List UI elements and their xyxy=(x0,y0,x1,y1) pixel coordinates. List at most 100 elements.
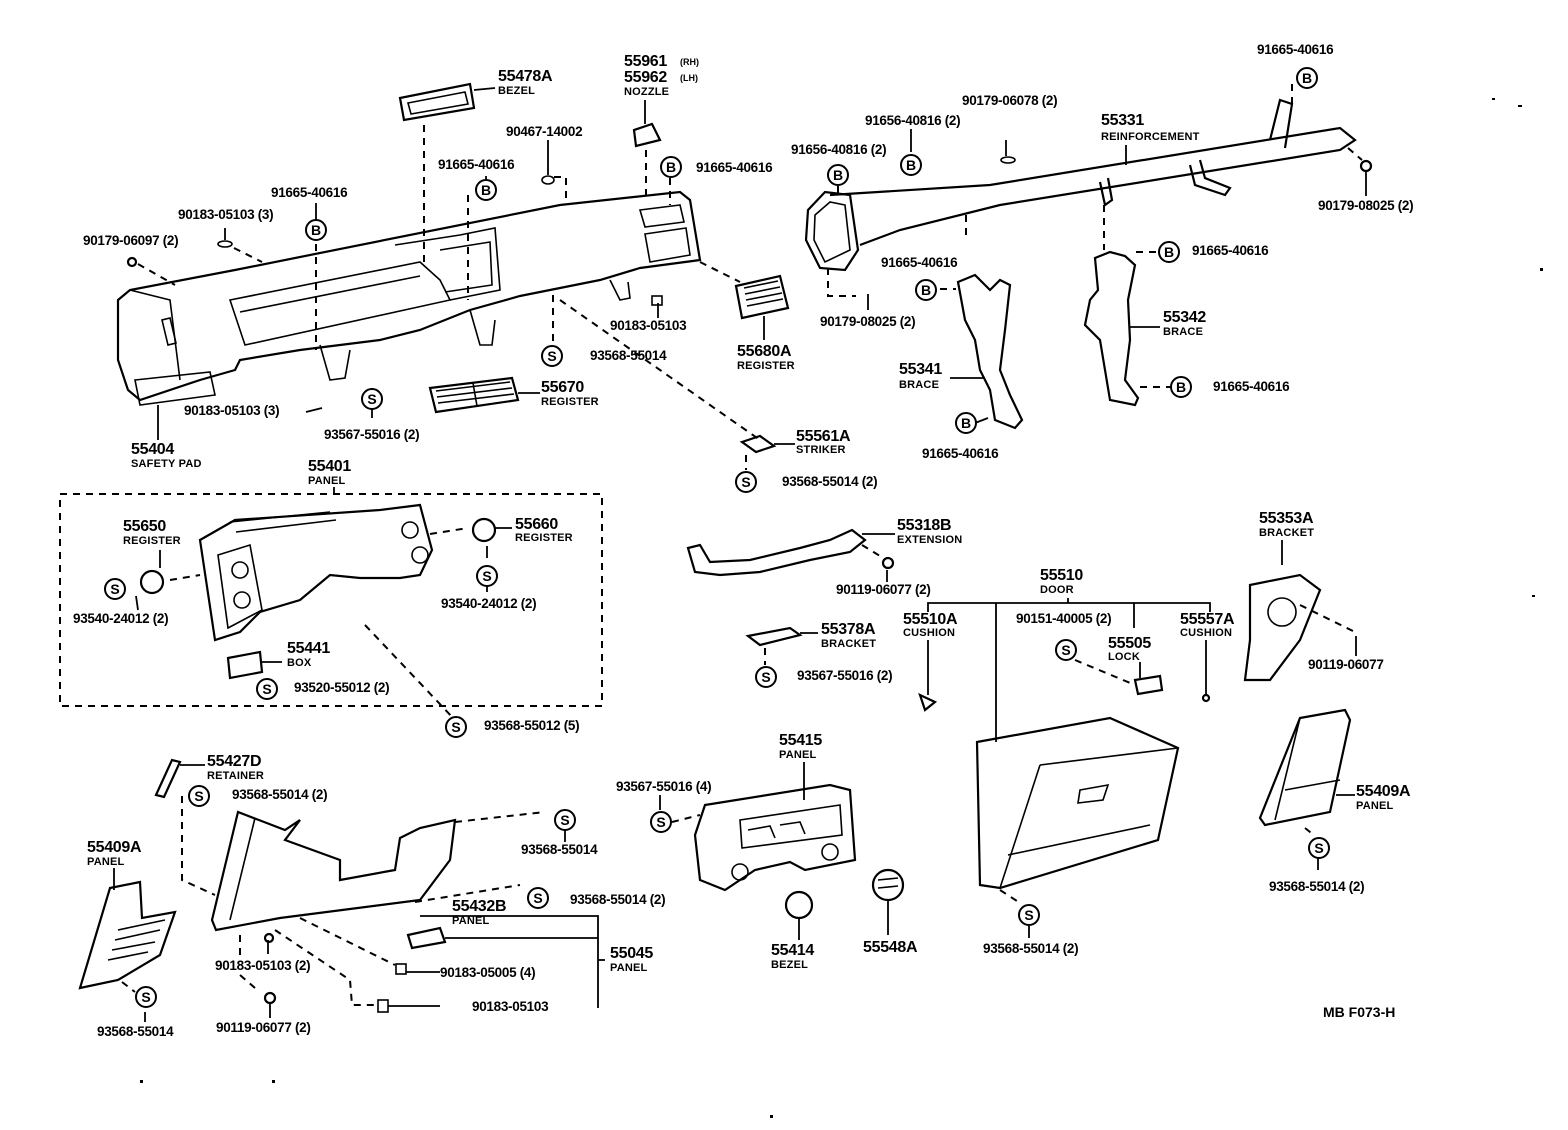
fastener-label: 91665-40616 xyxy=(271,185,348,200)
fastener-label: 90183-05103 (2) xyxy=(215,958,311,973)
register-55680a-illustration xyxy=(734,274,790,340)
panel-55409a-left-illustration xyxy=(78,868,177,1022)
fastener-label: 93540-24012 (2) xyxy=(441,596,537,611)
fastener-label: 90119-06077 (2) xyxy=(836,582,931,597)
part-number-55409a-right: 55409A xyxy=(1356,783,1411,800)
panel-55409a-right-illustration xyxy=(1258,708,1355,870)
screw-symbol-icon: S xyxy=(755,666,777,688)
bolt-symbol-icon: B xyxy=(955,412,977,434)
part-name-panel: PANEL xyxy=(779,749,817,761)
bolt-symbol-icon: B xyxy=(475,179,497,201)
fastener-label: 93568-55014 (2) xyxy=(983,941,1079,956)
part-number-55353a: 55353A xyxy=(1259,510,1314,527)
part-number-55378a: 55378A xyxy=(821,621,876,638)
part-number-55478a: 55478A xyxy=(498,68,553,85)
nozzle-55961-illustration xyxy=(632,100,662,195)
screw-symbol-icon: S xyxy=(361,388,383,410)
part-name-panel: PANEL xyxy=(87,856,125,868)
part-number-55505: 55505 xyxy=(1108,635,1151,652)
lower-panel-55045-illustration xyxy=(210,810,605,1018)
part-name-cushion: CUSHION xyxy=(903,627,956,639)
part-name-register: REGISTER xyxy=(541,396,599,408)
fastener-label: 91665-40616 xyxy=(1192,243,1269,258)
fastener-label: 90179-06097 (2) xyxy=(83,233,179,248)
fastener-label: 90119-06077 (2) xyxy=(216,1020,311,1035)
fastener-label: 93567-55016 (2) xyxy=(324,427,420,442)
part-name-panel: PANEL xyxy=(1356,800,1394,812)
part-name-striker: STRIKER xyxy=(796,444,846,456)
part-number-55427d: 55427D xyxy=(207,753,262,770)
bolt-symbol-icon: B xyxy=(1296,67,1318,89)
bolt-symbol-icon: B xyxy=(915,279,937,301)
panel-55415-illustration xyxy=(659,762,905,940)
part-name-register: REGISTER xyxy=(737,360,795,372)
part-name-lock: LOCK xyxy=(1108,651,1140,663)
part-name-bracket: BRACKET xyxy=(1259,527,1315,539)
panel-55401-group-box xyxy=(59,487,603,721)
part-name-bracket: BRACKET xyxy=(821,638,877,650)
part-name-register: REGISTER xyxy=(123,535,181,547)
part-number-55650: 55650 xyxy=(123,518,166,535)
extension-55318b-illustration xyxy=(686,528,895,582)
part-number-55409a-left: 55409A xyxy=(87,839,142,856)
bracket-55353a-illustration xyxy=(1243,540,1357,682)
side-rh: (RH) xyxy=(680,57,699,67)
fastener-label: 90179-08025 (2) xyxy=(1318,198,1414,213)
part-name-brace: BRACE xyxy=(1163,326,1204,338)
bolt-symbol-icon: B xyxy=(1158,241,1180,263)
fastener-label: 93568-55014 (2) xyxy=(232,787,328,802)
fastener-label: 90183-05005 (4) xyxy=(440,965,536,980)
part-number-55510: 55510 xyxy=(1040,567,1083,584)
part-number-55342: 55342 xyxy=(1163,309,1206,326)
fastener-label: 91665-40616 xyxy=(438,157,515,172)
part-number-55962: 55962 xyxy=(624,69,667,86)
part-name-nozzle: NOZZLE xyxy=(624,86,670,98)
fastener-label: 93567-55016 (2) xyxy=(797,668,893,683)
part-number-55415: 55415 xyxy=(779,732,822,749)
part-name-panel: PANEL xyxy=(452,915,490,927)
part-name-bezel: BEZEL xyxy=(498,85,536,97)
fastener-label: 93568-55014 xyxy=(521,842,598,857)
brace-55341-illustration xyxy=(940,273,1024,430)
fastener-label: 91665-40616 xyxy=(1213,379,1290,394)
screw-symbol-icon: S xyxy=(476,565,498,587)
part-name-bezel: BEZEL xyxy=(771,959,809,971)
fastener-label: 93520-55012 (2) xyxy=(294,680,390,695)
part-number-55660: 55660 xyxy=(515,516,558,533)
part-name-panel: PANEL xyxy=(610,962,648,974)
fastener-label: 90151-40005 (2) xyxy=(1016,611,1112,626)
part-number-55331: 55331 xyxy=(1101,112,1144,129)
part-name-brace: BRACE xyxy=(899,379,940,391)
part-number-55510a: 55510A xyxy=(903,611,958,628)
fastener-label: 90119-06077 xyxy=(1308,657,1384,672)
bolt-symbol-icon: B xyxy=(1170,376,1192,398)
part-number-55548a: 55548A xyxy=(863,939,918,956)
part-name-extension: EXTENSION xyxy=(897,534,963,546)
fastener-label: 90467-14002 xyxy=(506,124,583,139)
fastener-label: 93568-55014 (2) xyxy=(570,892,666,907)
fastener-label: 90183-05103 xyxy=(472,999,549,1014)
part-number-55441: 55441 xyxy=(287,640,330,657)
fastener-label: 90179-06078 (2) xyxy=(962,93,1058,108)
fastener-label: 91665-40616 xyxy=(881,255,958,270)
brace-55342-illustration xyxy=(1083,250,1170,407)
bolt-symbol-icon: B xyxy=(660,156,682,178)
register-55670-illustration xyxy=(428,376,540,414)
screw-symbol-icon: S xyxy=(1055,639,1077,661)
part-number-55670: 55670 xyxy=(541,379,584,396)
fastener-label: 93540-24012 (2) xyxy=(73,611,169,626)
part-number-55680a: 55680A xyxy=(737,343,792,360)
screw-symbol-icon: S xyxy=(541,345,563,367)
part-name-cushion: CUSHION xyxy=(1180,627,1233,639)
retainer-55427d-illustration xyxy=(154,758,216,896)
part-name-door: DOOR xyxy=(1040,584,1074,596)
part-name-register: REGISTER xyxy=(515,532,573,544)
fastener-label: 91665-40616 xyxy=(1257,42,1334,57)
part-number-55557a: 55557A xyxy=(1180,611,1235,628)
striker-55561a-illustration xyxy=(739,434,795,470)
part-number-55961: 55961 xyxy=(624,53,667,70)
safety-pad-illustration xyxy=(116,190,702,406)
part-number-55045: 55045 xyxy=(610,945,653,962)
